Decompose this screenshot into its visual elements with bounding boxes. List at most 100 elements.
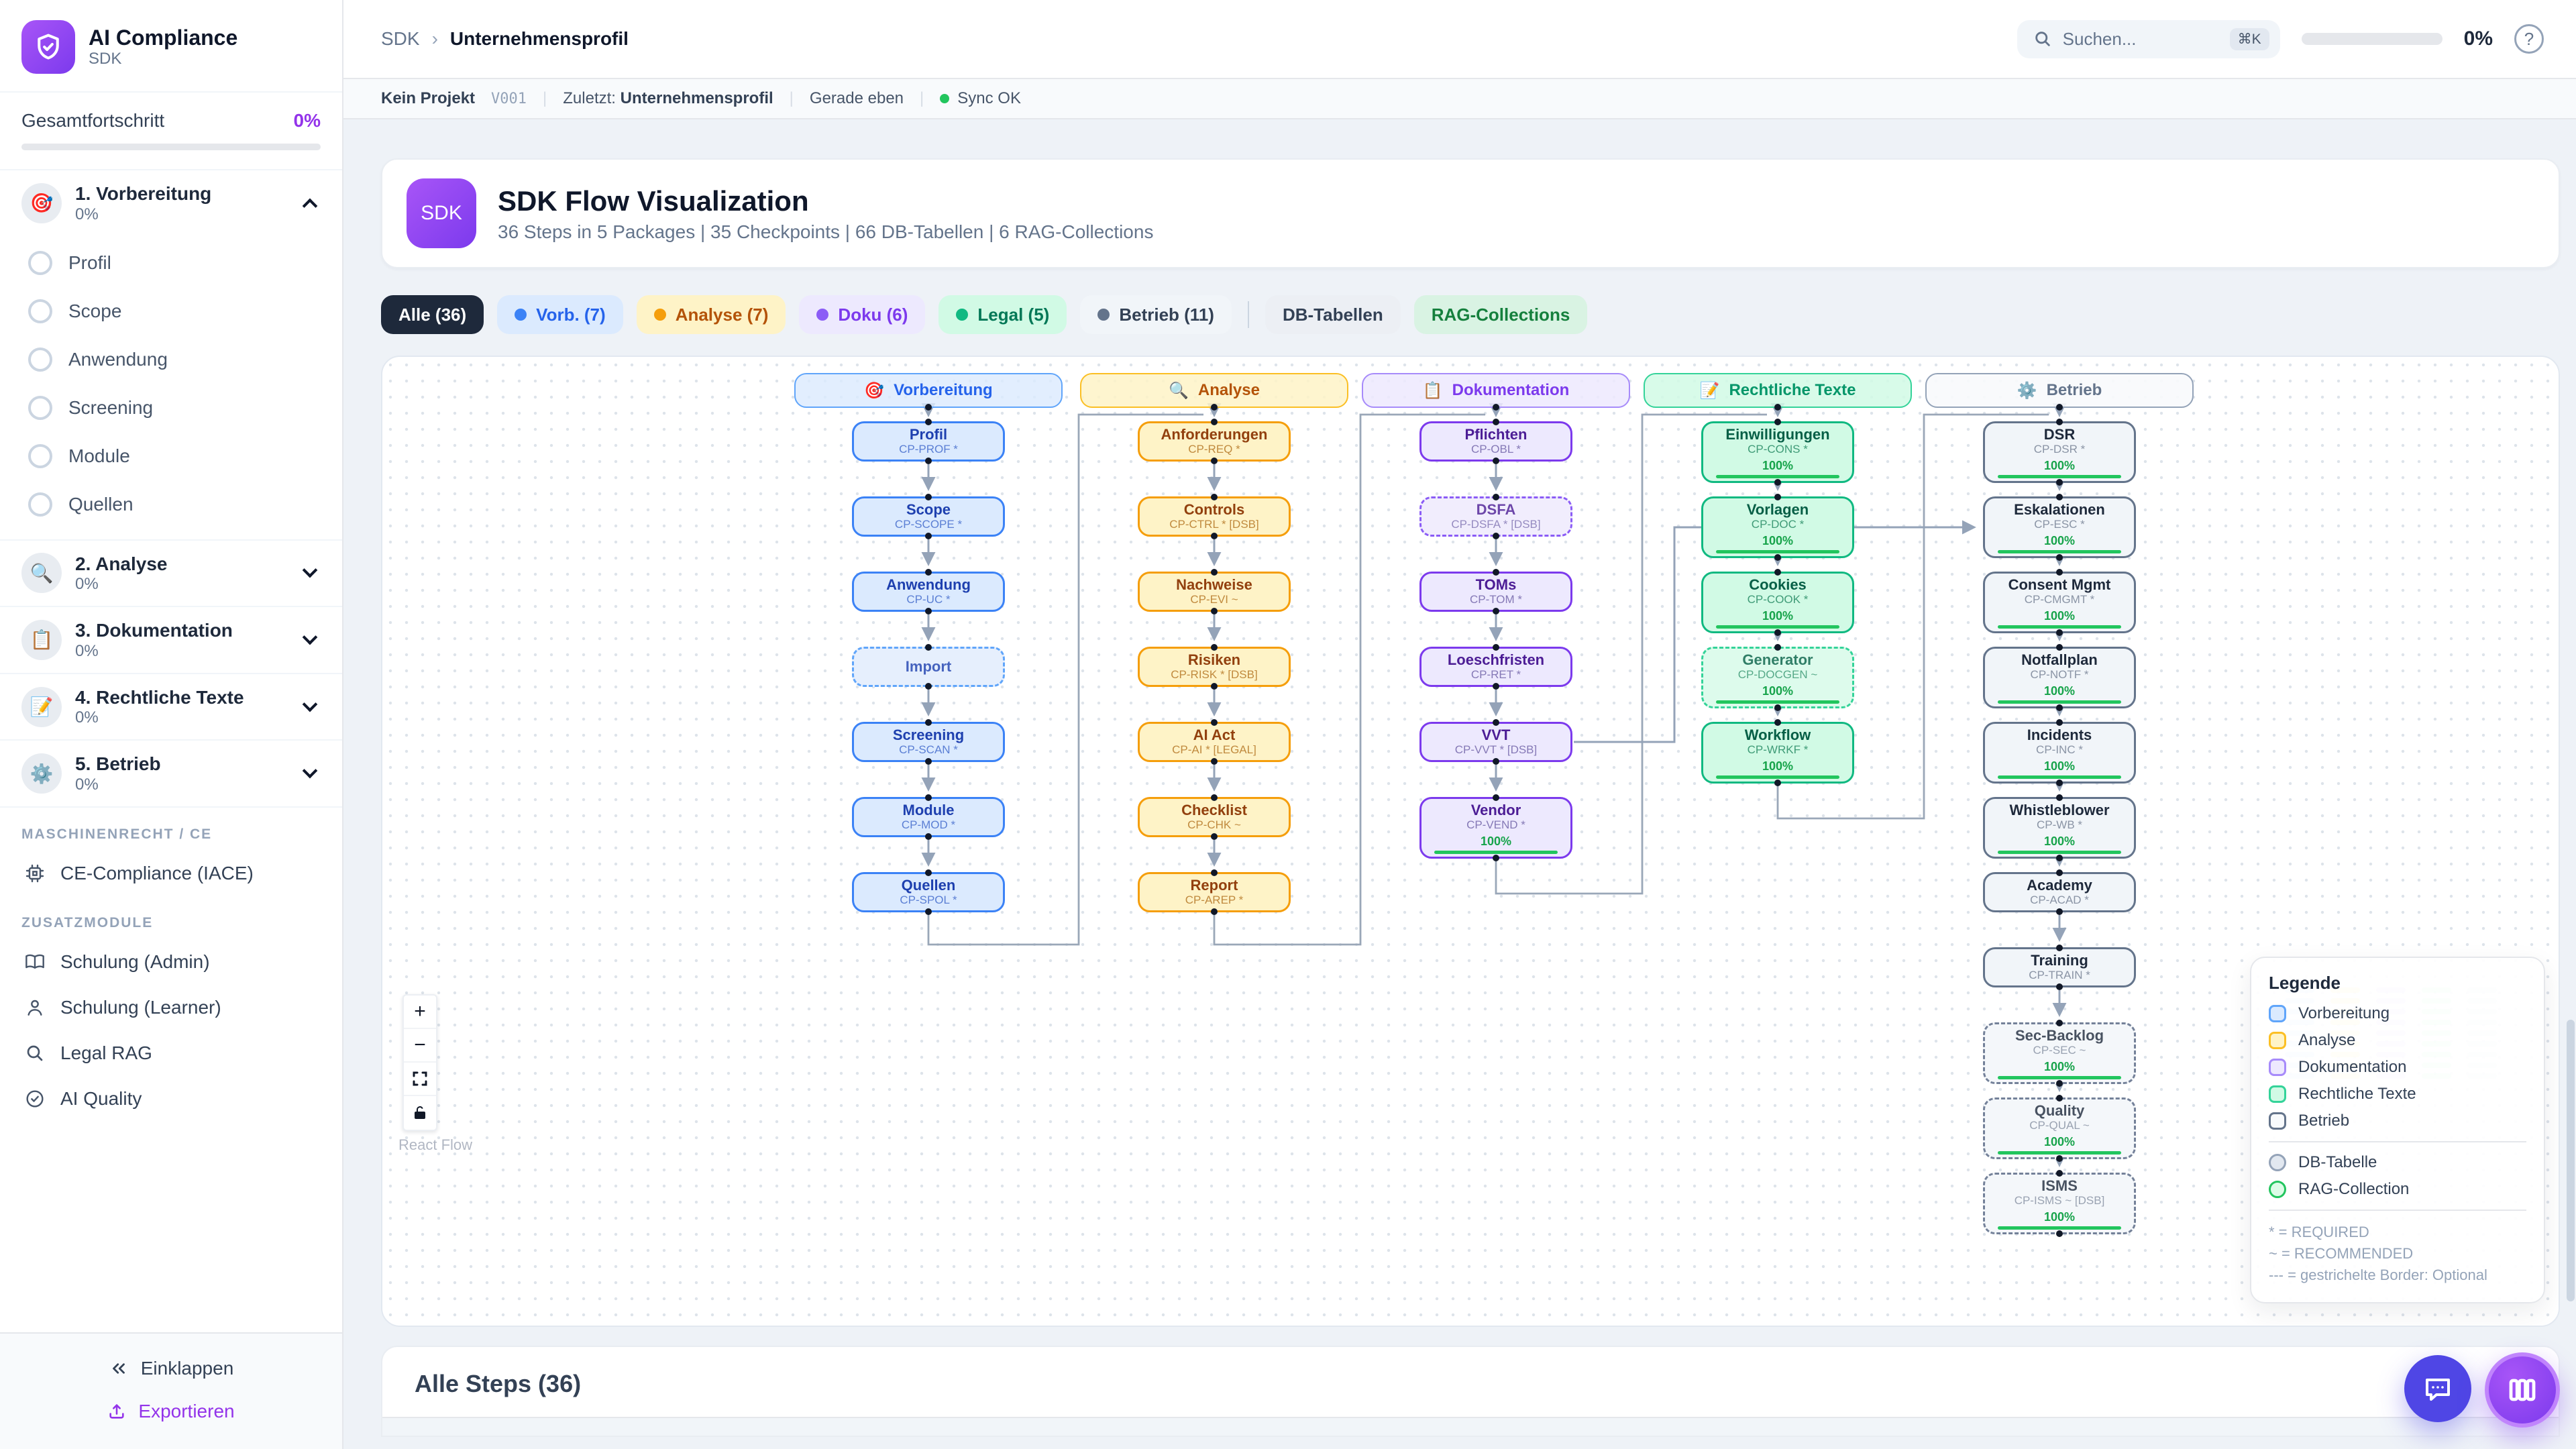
node-title: DSFA (1476, 501, 1516, 519)
chevron-down-icon (302, 563, 318, 578)
sidebar-item-ai-quality[interactable]: AI Quality (0, 1076, 342, 1122)
sidebar-item-ce-compliance-iace[interactable]: CE-Compliance (IACE) (0, 851, 342, 896)
node-progress-value: 100% (1762, 608, 1794, 623)
filter-chip-doku-6[interactable]: Doku (6) (799, 295, 926, 334)
5-betrieb-emoji-icon: ⚙️ (21, 753, 62, 794)
sidebar-item-schulung-admin[interactable]: Schulung (Admin) (0, 939, 342, 985)
sidebar-item-legal-rag[interactable]: Legal RAG (0, 1030, 342, 1076)
filter-chip-legal-5[interactable]: Legal (5) (938, 295, 1067, 334)
chevron-down-icon (302, 629, 318, 645)
sidebar-item-profil[interactable]: Profil (0, 239, 342, 287)
package-header-vorbereitung[interactable]: 🎯Vorbereitung (794, 373, 1063, 411)
breadcrumb: SDK › Unternehmensprofil (381, 28, 629, 50)
columns-panel-fab-button[interactable] (2485, 1352, 2560, 1428)
shield-logo-icon (21, 20, 75, 74)
sidebar-item-quellen[interactable]: Quellen (0, 480, 342, 529)
filter-chip-vorb-7[interactable]: Vorb. (7) (497, 295, 623, 334)
sidebar-item-anwendung[interactable]: Anwendung (0, 335, 342, 384)
rechtliche-texte-emoji-icon: 📝 (1699, 381, 1720, 400)
filter-chip-betrieb-11[interactable]: Betrieb (11) (1080, 295, 1232, 334)
phase-progress: 0% (75, 775, 99, 794)
lock-toggle-button[interactable] (404, 1096, 436, 1130)
breadcrumb-sdk[interactable]: SDK (381, 28, 420, 49)
sidebar-item-module[interactable]: Module (0, 432, 342, 480)
node-title: Nachweise (1176, 576, 1252, 594)
filter-chip-alle-36[interactable]: Alle (36) (381, 295, 484, 334)
flow-node-import[interactable]: Import (852, 644, 1005, 690)
node-code: CP-CMGMT * (2024, 593, 2095, 606)
node-code: CP-RISK * [DSB] (1171, 668, 1258, 682)
sidebar-item-screening[interactable]: Screening (0, 384, 342, 432)
export-button[interactable]: Exportieren (0, 1390, 342, 1433)
legend-swatch (2269, 1005, 2286, 1022)
package-header-betrieb[interactable]: ⚙️Betrieb (1925, 373, 2194, 411)
filter-chip-rag-collections[interactable]: RAG-Collections (1413, 295, 1588, 334)
collapse-sidebar-button[interactable]: Einklappen (0, 1347, 342, 1390)
react-flow-attribution[interactable]: React Flow (398, 1136, 473, 1153)
filter-chip-db-tabellen[interactable]: DB-Tabellen (1265, 295, 1401, 334)
app-subtitle: SDK (89, 50, 122, 68)
react-flow-canvas[interactable]: 🎯Vorbereitung 🔍Analyse 📋Dokumentation 📝Rech… (381, 356, 2560, 1327)
sidebar-item-label: Profil (68, 252, 111, 273)
node-progress-value: 100% (1480, 834, 1512, 848)
package-label: Vorbereitung (894, 381, 993, 399)
package-header-analyse[interactable]: 🔍Analyse (1080, 373, 1348, 411)
filter-chip-analyse-7[interactable]: Analyse (7) (636, 295, 786, 334)
search-input[interactable]: Suchen... ⌘K (2017, 19, 2280, 58)
zoom-in-button[interactable]: + (404, 996, 436, 1029)
sidebar-item-scope[interactable]: Scope (0, 287, 342, 335)
node-progress-bar (1434, 851, 1558, 854)
node-title: Sec-Backlog (2015, 1027, 2104, 1044)
fit-view-button[interactable] (404, 1063, 436, 1096)
chat-fab-button[interactable] (2404, 1355, 2471, 1422)
help-icon[interactable]: ? (2514, 24, 2544, 54)
node-code: CP-EVI ~ (1190, 593, 1238, 606)
sidebar-item-schulung-learner[interactable]: Schulung (Learner) (0, 985, 342, 1030)
zoom-out-button[interactable]: − (404, 1029, 436, 1063)
package-header-dokumentation[interactable]: 📋Dokumentation (1362, 373, 1630, 411)
package-header-rechtliche-texte[interactable]: 📝Rechtliche Texte (1644, 373, 1912, 411)
top-bar: SDK › Unternehmensprofil Suchen... ⌘K 0%… (343, 0, 2576, 79)
page-scrollbar[interactable] (2567, 1020, 2575, 1301)
